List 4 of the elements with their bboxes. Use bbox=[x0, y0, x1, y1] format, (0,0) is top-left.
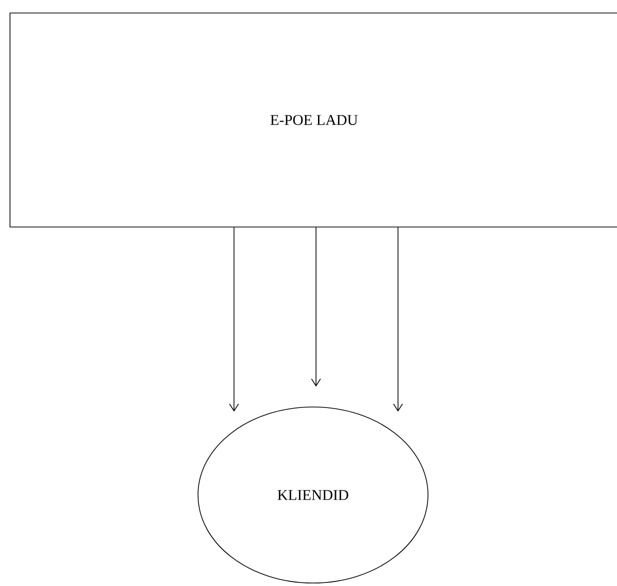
arrow bbox=[393, 227, 403, 412]
arrow bbox=[229, 227, 239, 412]
warehouse-box: E-POE LADU bbox=[10, 12, 617, 228]
arrow bbox=[311, 227, 321, 387]
